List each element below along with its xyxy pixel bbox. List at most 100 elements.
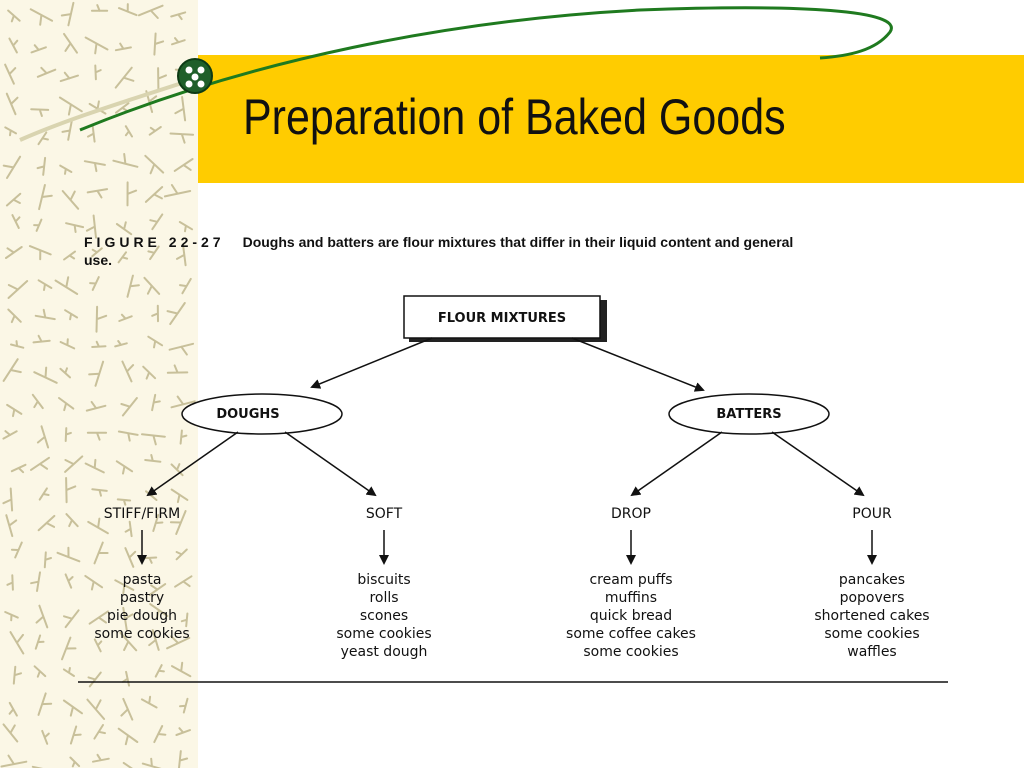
list-item: pancakes <box>839 572 905 588</box>
list-item: some cookies <box>583 644 678 660</box>
connector-root-doughs <box>310 337 433 389</box>
pattern-stroke <box>7 9 21 23</box>
pattern-stroke <box>124 547 137 568</box>
category-label-stiff-firm: STIFF/FIRM <box>104 506 180 522</box>
pattern-stroke <box>63 32 78 54</box>
pattern-stroke <box>10 541 23 559</box>
pattern-stroke <box>2 723 19 743</box>
items-pour: pancakes popovers shortened cakes some c… <box>814 572 929 660</box>
pattern-stroke <box>151 393 161 412</box>
pattern-stroke <box>30 571 41 592</box>
connector-batters-drop <box>630 431 723 497</box>
pattern-stroke <box>64 573 74 589</box>
pattern-stroke <box>149 213 164 231</box>
pattern-stroke <box>65 477 77 504</box>
pattern-stroke <box>148 629 160 651</box>
pattern-stroke <box>144 454 162 463</box>
pattern-stroke <box>5 92 19 116</box>
list-item: muffins <box>605 590 657 606</box>
pattern-stroke <box>65 222 85 233</box>
list-item: pie dough <box>107 608 177 624</box>
pattern-stroke <box>4 611 19 622</box>
pattern-stroke <box>84 36 109 55</box>
connector-batters-pour <box>771 431 865 497</box>
list-item: pastry <box>120 590 164 606</box>
pattern-stroke <box>157 67 167 91</box>
list-item: shortened cakes <box>814 608 929 624</box>
pattern-stroke <box>179 277 192 295</box>
pattern-stroke <box>31 393 44 410</box>
pattern-stroke <box>61 120 73 141</box>
pattern-stroke <box>59 71 79 83</box>
group-node-batters: BATTERS <box>668 393 830 435</box>
list-item: biscuits <box>357 572 410 588</box>
pattern-stroke <box>149 603 169 620</box>
pattern-stroke <box>8 37 19 54</box>
list-item: popovers <box>840 590 905 606</box>
pattern-stroke <box>62 699 83 717</box>
pattern-stroke <box>142 365 157 380</box>
pattern-stroke <box>170 463 184 477</box>
pattern-stroke <box>37 279 53 291</box>
pattern-stroke <box>60 1 75 27</box>
pattern-stroke <box>86 188 109 199</box>
pattern-stroke <box>11 214 21 229</box>
pattern-stroke <box>61 636 77 661</box>
pattern-stroke <box>124 125 133 138</box>
pattern-stroke <box>28 245 52 261</box>
pattern-stroke <box>116 498 132 506</box>
pattern-stroke <box>114 42 132 52</box>
pattern-stroke <box>38 184 53 211</box>
pattern-stroke <box>115 460 134 475</box>
pattern-stroke <box>175 548 188 561</box>
pattern-stroke <box>9 631 25 655</box>
pattern-stroke <box>177 750 189 768</box>
pattern-stroke <box>87 517 109 535</box>
pattern-stroke <box>137 4 164 19</box>
list-item: scones <box>360 608 408 624</box>
list-item: some coffee cakes <box>566 626 696 642</box>
pattern-graphic <box>0 1 196 768</box>
pattern-stroke <box>7 308 22 324</box>
list-item: rolls <box>369 590 398 606</box>
category-label-soft: SOFT <box>366 506 403 522</box>
pattern-stroke <box>93 724 106 740</box>
pattern-stroke <box>85 400 107 412</box>
pattern-stroke <box>93 541 109 565</box>
pattern-stroke <box>6 403 23 418</box>
list-item: waffles <box>847 644 896 660</box>
pattern-stroke <box>2 155 22 179</box>
pattern-stroke <box>61 190 80 210</box>
pattern-stroke <box>59 338 76 350</box>
decorative-side-strip <box>0 0 198 768</box>
pattern-stroke <box>5 246 23 259</box>
pattern-stroke <box>10 463 27 474</box>
pattern-stroke <box>88 360 105 387</box>
pattern-stroke <box>88 610 109 625</box>
swoosh-tail <box>19 80 186 142</box>
pattern-stroke <box>63 609 80 629</box>
pattern-stroke <box>166 364 189 374</box>
pattern-stroke <box>89 276 100 291</box>
pattern-stroke <box>147 335 164 349</box>
pattern-stroke <box>147 245 160 261</box>
pattern-stroke <box>41 729 50 745</box>
pattern-stroke <box>114 579 135 595</box>
pattern-stroke <box>151 304 159 323</box>
pattern-stroke <box>115 221 133 236</box>
pattern-stroke <box>174 575 193 588</box>
pattern-stroke <box>33 218 43 232</box>
title-ornament <box>19 6 893 142</box>
pattern-stroke <box>4 126 17 137</box>
pattern-stroke <box>141 433 166 446</box>
list-item: some cookies <box>824 626 919 642</box>
pattern-stroke <box>112 153 139 168</box>
list-item: pasta <box>123 572 162 588</box>
pattern-stroke <box>4 63 17 85</box>
pattern-stroke <box>175 727 191 736</box>
pattern-stroke <box>126 181 138 207</box>
pattern-stroke <box>179 429 188 445</box>
pattern-stroke <box>29 8 54 26</box>
pattern-stroke <box>30 108 50 117</box>
